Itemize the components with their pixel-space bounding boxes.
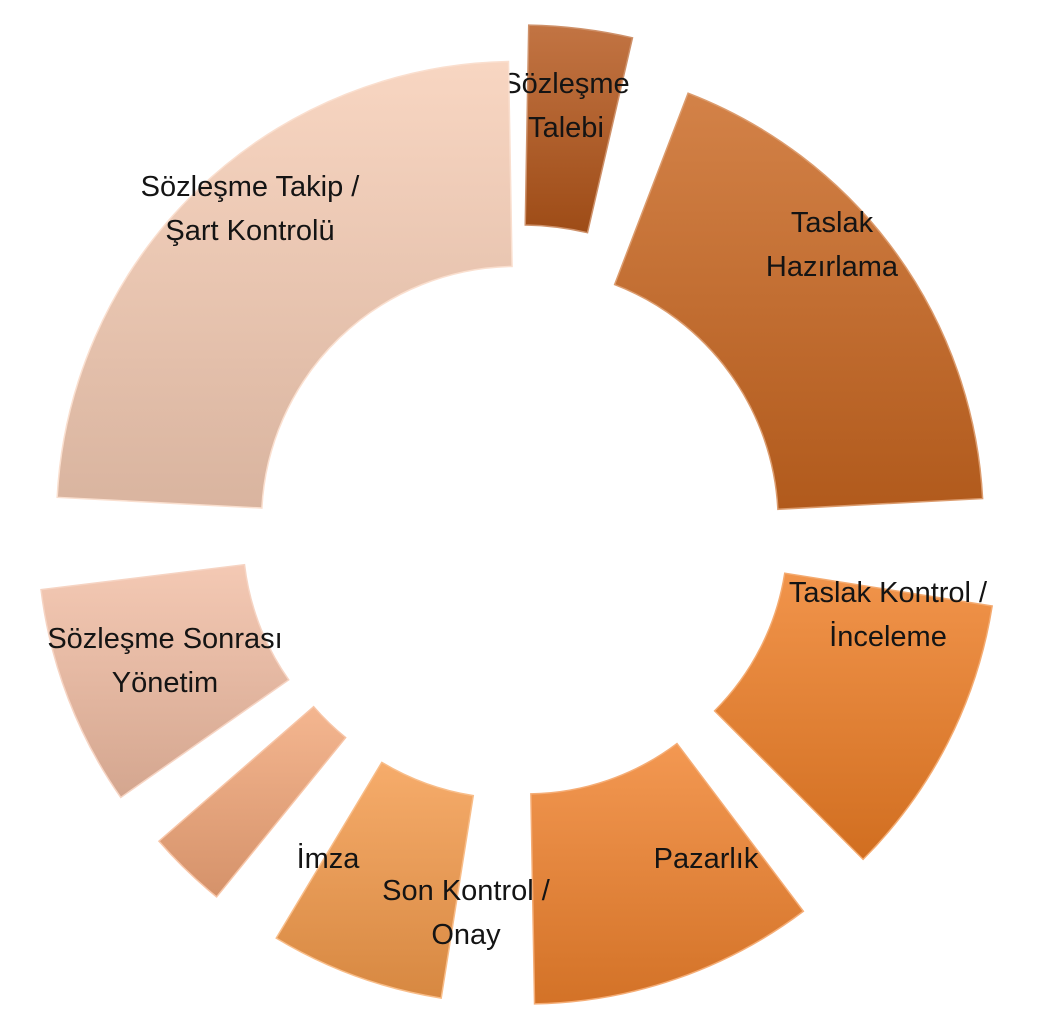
- ring-segment: Pazarlık: [530, 742, 805, 1005]
- segment-label-line: Hazırlama: [766, 251, 899, 283]
- segment-label-line: Taslak Kontrol /: [789, 577, 988, 609]
- ring-segment-shape: [56, 60, 513, 509]
- segment-label-line: Son Kontrol /: [382, 875, 551, 907]
- ring-segment-shape: [613, 92, 984, 511]
- segment-label-line: Talebi: [528, 112, 604, 144]
- segment-label-line: Sözleşme Sonrası: [47, 623, 282, 655]
- segment-label-line: Şart Kontrolü: [165, 215, 334, 247]
- ring-segment: Son Kontrol / Onay: [275, 761, 551, 999]
- segment-label-line: Sözleşme Takip /: [141, 171, 361, 203]
- ring-segment-shape: [530, 742, 805, 1005]
- ring-segment-shape: [713, 572, 994, 861]
- ring-segment-shape: [275, 761, 475, 999]
- segment-label: İmza: [297, 842, 361, 875]
- segment-label-line: İnceleme: [829, 620, 947, 653]
- segment-label: Son Kontrol / Onay: [382, 875, 551, 951]
- ring-segment: İmza: [157, 705, 361, 898]
- segment-label: Pazarlık: [654, 843, 759, 875]
- segment-label-line: Yönetim: [112, 667, 218, 699]
- segment-label-line: Onay: [431, 919, 501, 951]
- segment-label-line: Pazarlık: [654, 843, 759, 875]
- ring-segment: Sözleşme Takip / Şart Kontrolü: [56, 60, 513, 509]
- ring-segment-shape: [40, 563, 290, 799]
- ring-segment-shape: [524, 24, 634, 234]
- segment-label: Taslak Kontrol / İnceleme: [789, 577, 988, 653]
- ring-segment: Taslak Kontrol / İnceleme: [713, 572, 994, 861]
- segment-label-line: İmza: [297, 842, 361, 875]
- segment-label: Sözleşme Takip / Şart Kontrolü: [141, 171, 361, 247]
- segment-label-line: Taslak: [791, 207, 874, 239]
- segment-label-line: Sözleşme: [502, 68, 629, 100]
- ring-segment-shape: [157, 705, 347, 898]
